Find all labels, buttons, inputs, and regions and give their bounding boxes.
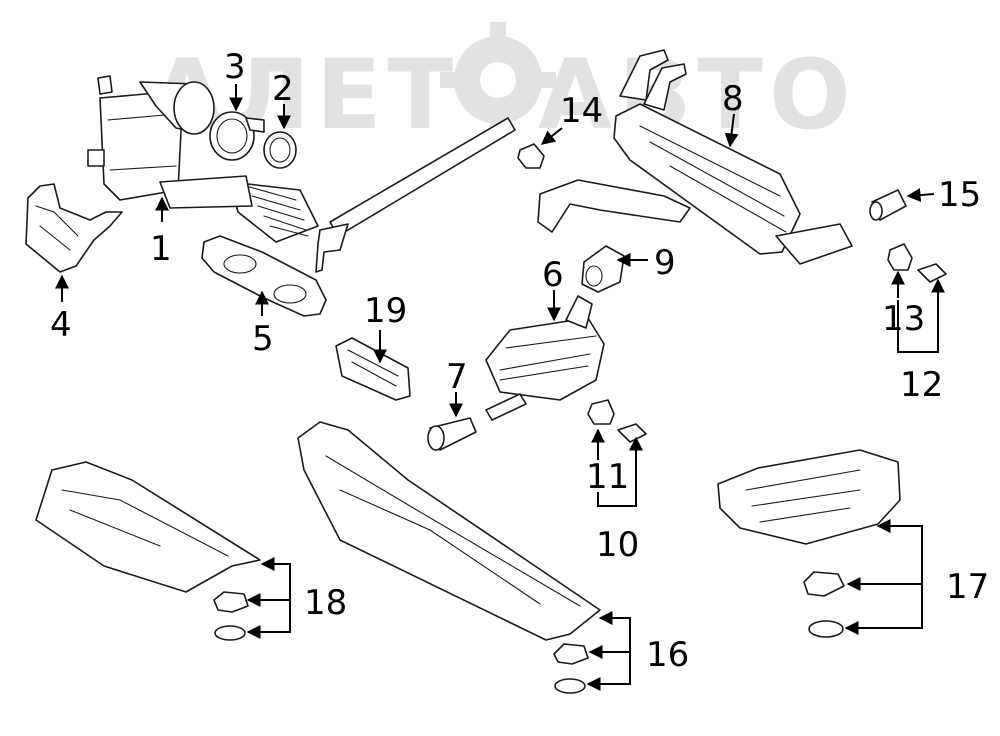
part-11-mount bbox=[587, 399, 615, 425]
watermark-gear-icon bbox=[440, 22, 556, 138]
fasteners-16 bbox=[553, 643, 589, 694]
part-4-heat-shield bbox=[25, 183, 123, 273]
part-15-hanger bbox=[869, 189, 907, 221]
leader-lines bbox=[55, 84, 945, 691]
callout-labels: 1 2 3 4 5 6 7 8 9 10 11 12 13 14 15 16 1… bbox=[50, 47, 989, 675]
callout-9: 9 bbox=[654, 243, 676, 283]
callout-8: 8 bbox=[722, 79, 744, 119]
part-14-mount bbox=[517, 143, 545, 169]
callout-15: 15 bbox=[938, 175, 981, 215]
part-18-heat-shield bbox=[35, 461, 261, 593]
callout-5: 5 bbox=[252, 319, 274, 359]
part-13-mount bbox=[887, 243, 913, 271]
part-10-bracket bbox=[617, 423, 647, 443]
part-1-catalytic-converter bbox=[87, 75, 516, 273]
part-12-bracket bbox=[917, 263, 947, 283]
callout-19: 19 bbox=[364, 291, 407, 331]
callout-2: 2 bbox=[272, 69, 294, 109]
callout-12: 12 bbox=[900, 365, 943, 405]
part-16-heat-shield bbox=[297, 421, 601, 641]
part-6-centre-muffler bbox=[485, 295, 605, 421]
callout-6: 6 bbox=[542, 255, 564, 295]
part-2-gasket bbox=[263, 131, 297, 169]
callout-13: 13 bbox=[882, 299, 925, 339]
callout-3: 3 bbox=[224, 47, 246, 87]
callout-4: 4 bbox=[50, 305, 72, 345]
part-7-clamp bbox=[427, 417, 477, 451]
callout-1: 1 bbox=[150, 229, 172, 269]
callout-10: 10 bbox=[596, 525, 639, 565]
part-5-flange-gasket bbox=[201, 235, 327, 317]
part-3-clamp bbox=[209, 111, 265, 161]
callout-18: 18 bbox=[304, 583, 347, 623]
callout-14: 14 bbox=[560, 91, 603, 131]
callout-17: 17 bbox=[946, 567, 989, 607]
part-8-rear-muffler bbox=[537, 49, 853, 265]
part-19-heat-plate bbox=[335, 337, 411, 401]
callout-11: 11 bbox=[586, 457, 629, 497]
callout-16: 16 bbox=[646, 635, 689, 675]
fasteners-17 bbox=[803, 571, 845, 638]
fasteners-18 bbox=[213, 591, 249, 641]
part-9-clamp bbox=[581, 245, 625, 293]
callout-7: 7 bbox=[446, 357, 468, 397]
part-17-heat-shield bbox=[717, 449, 901, 545]
